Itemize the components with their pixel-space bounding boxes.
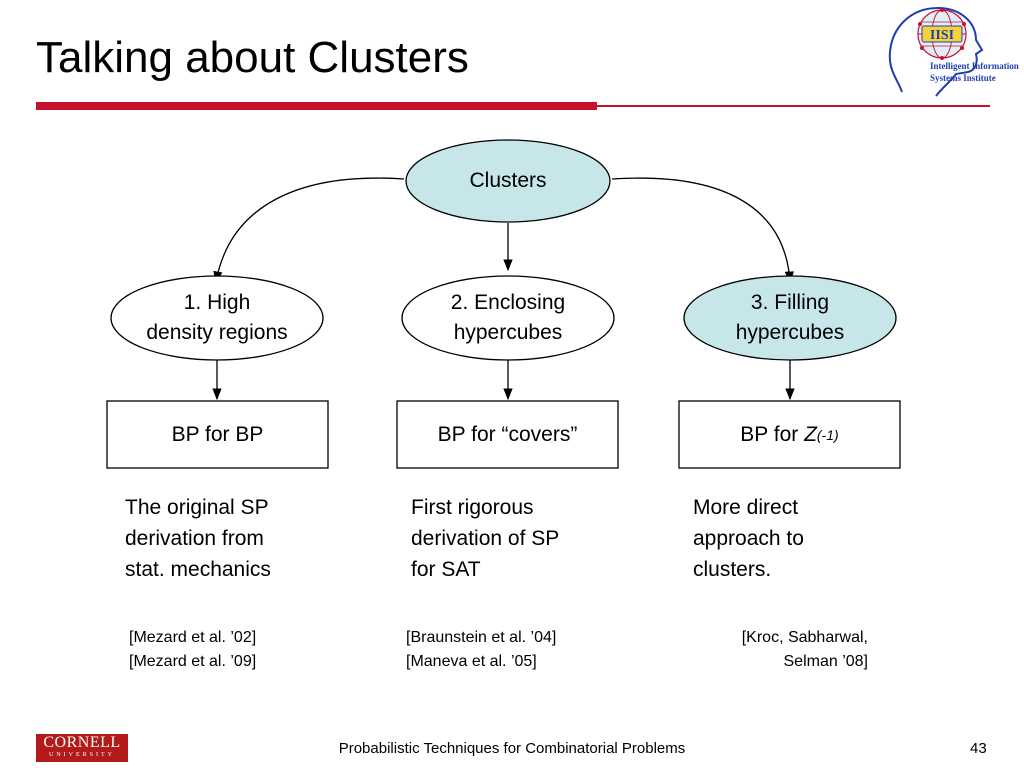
logo-caption-line1: Intelligent Information [930,61,1019,71]
head-globe-logo-icon: IISI [888,6,984,97]
method-label-2: BP for “covers” [437,422,578,446]
branch-3-node-shape [683,275,897,361]
description-2: First rigorous derivation of SP for SAT [411,496,560,581]
description-1: The original SP derivation from stat. me… [125,496,271,581]
description-3: More direct approach to clusters. [693,496,804,581]
branch-2-node-label: 2. Enclosing hypercubes [450,291,566,344]
method-box-1 [106,400,329,469]
page-number: 43 [970,740,987,757]
logo-badge-text: IISI [930,28,954,43]
clusters-node-label: Clusters [469,169,547,192]
branch-1-node-label: 1. High density regions [146,291,288,344]
method-box-3 [678,400,901,469]
connector-clusters-to-branch-3 [611,177,794,284]
method-label-3-symbol: Z [804,422,817,446]
references-1: [Mezard et al. ’02] [Mezard et al. ’09] [129,629,257,670]
method-box-2 [396,400,619,469]
connector-clusters-to-branch-1 [213,177,405,284]
title-underline-thick [36,102,597,110]
branch-1-node-shape [110,275,324,361]
clusters-node-shape [405,139,611,223]
method-label-3-subscript: (-1) [816,426,839,443]
references-3: [Kroc, Sabharwal, Selman ’08] [741,629,868,670]
cornell-logo-main: CORNELL [43,734,121,751]
slide-title: Talking about Clusters [36,33,469,82]
branch-2-node-shape [401,275,615,361]
footer-text: Probabilistic Techniques for Combinatori… [338,740,686,757]
logo-caption: Intelligent Information Systems Institut… [930,60,1019,84]
method-label-3-prefix: BP for [740,422,805,446]
cornell-logo-sub: UNIVERSITY [49,752,115,758]
method-label-1: BP for BP [171,422,264,446]
references-2: [Braunstein et al. ’04] [Maneva et al. ’… [406,629,557,670]
method-label-3: BP for Z(-1) [679,401,900,468]
logo-caption-line2: Systems Institute [930,73,996,83]
title-underline-thin [597,105,990,107]
branch-3-node-label: 3. Filling hypercubes [735,291,845,344]
cornell-logo: CORNELL UNIVERSITY [36,734,128,762]
